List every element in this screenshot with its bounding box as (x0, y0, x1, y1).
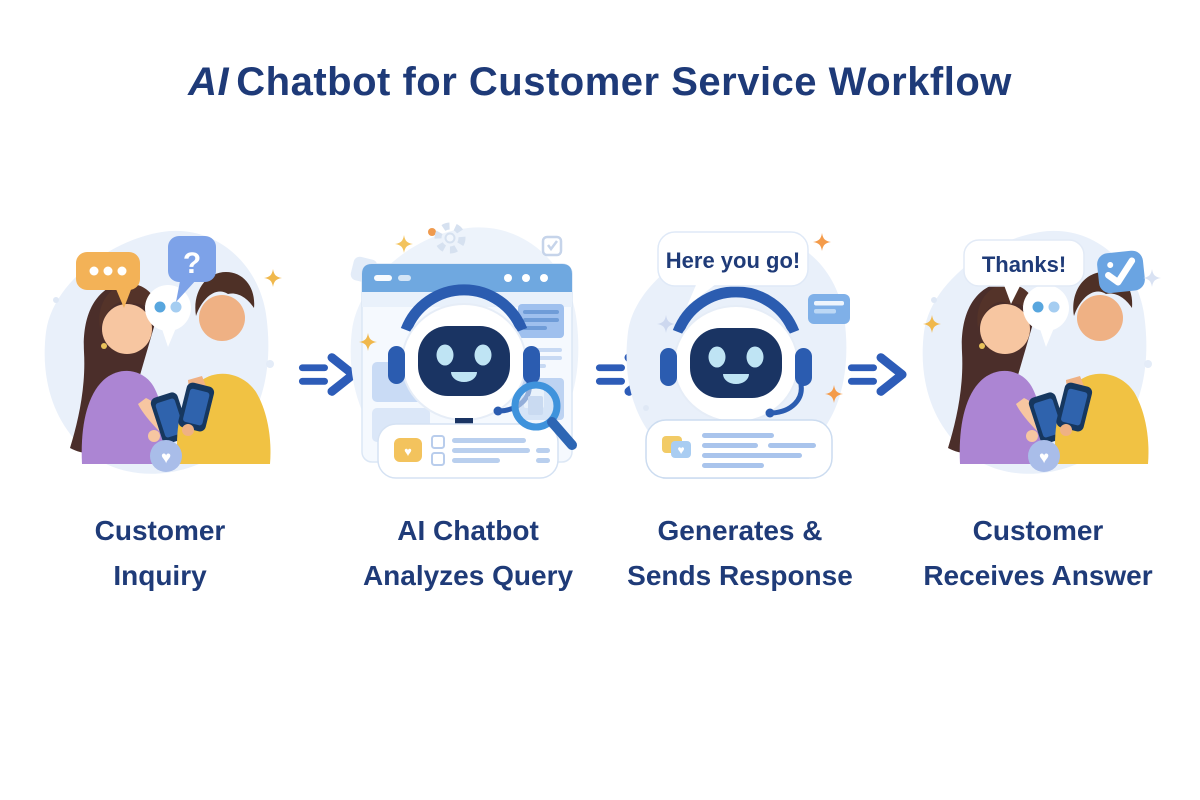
step-customer-receives-answer: Thanks! ♥ Customer Receives Answer (898, 212, 1178, 598)
sparkle-icon (264, 269, 282, 287)
response-card: ♥ (645, 419, 833, 479)
speech-bubble: Thanks! (963, 239, 1085, 304)
step-customer-inquiry: ? ♥ Customer Inquiry (28, 212, 292, 598)
sparkle-icon (813, 233, 831, 251)
title-ai: AI (188, 60, 230, 104)
heart-icon: ♥ (1039, 448, 1049, 467)
step-label-chatbot-analyzes: AI Chatbot Analyzes Query (362, 515, 574, 591)
gear-icon (434, 222, 466, 254)
speech-text: Thanks! (982, 252, 1066, 277)
checkbox-icon (541, 235, 563, 257)
heart-icon: ♥ (404, 444, 412, 459)
chatbot-analyzes-illustration: ♥ (350, 222, 579, 492)
customer-receives-illustration: Thanks! ♥ (922, 230, 1161, 474)
magnifier-icon (511, 381, 577, 450)
title-rest: Chatbot for Customer Service Workflow (236, 60, 1012, 104)
check-badge-icon (1097, 250, 1145, 294)
step-chatbot-analyzes-query: ♥ AI Chatbot Analyzes Query (336, 212, 600, 598)
question-bubble-icon: ? (168, 236, 216, 302)
sparkle-icon (1143, 269, 1161, 287)
heart-icon: ♥ (161, 448, 171, 467)
question-mark: ? (183, 247, 201, 280)
step-label-customer-receives: Customer Receives Answer (923, 515, 1153, 591)
speech-bubble: Here you go! (657, 231, 809, 306)
heart-icon: ♥ (677, 443, 684, 457)
typing-dots-bubble-icon (76, 252, 140, 308)
dot-deco (428, 228, 436, 236)
step-label-customer-inquiry: Customer Inquiry (94, 515, 226, 591)
generates-response-illustration: Here you go! ♥ (626, 231, 850, 492)
step-label-generates-sends: Generates & Sends Response (627, 515, 853, 591)
customer-inquiry-illustration: ? ♥ (44, 230, 282, 474)
message-panel-icon (808, 294, 850, 324)
step-generates-sends-response: Here you go! ♥ Generates & Sends Respons… (608, 212, 872, 598)
dot-deco (643, 405, 649, 411)
speech-text: Here you go! (666, 248, 800, 273)
response-card: ♥ (377, 423, 559, 479)
